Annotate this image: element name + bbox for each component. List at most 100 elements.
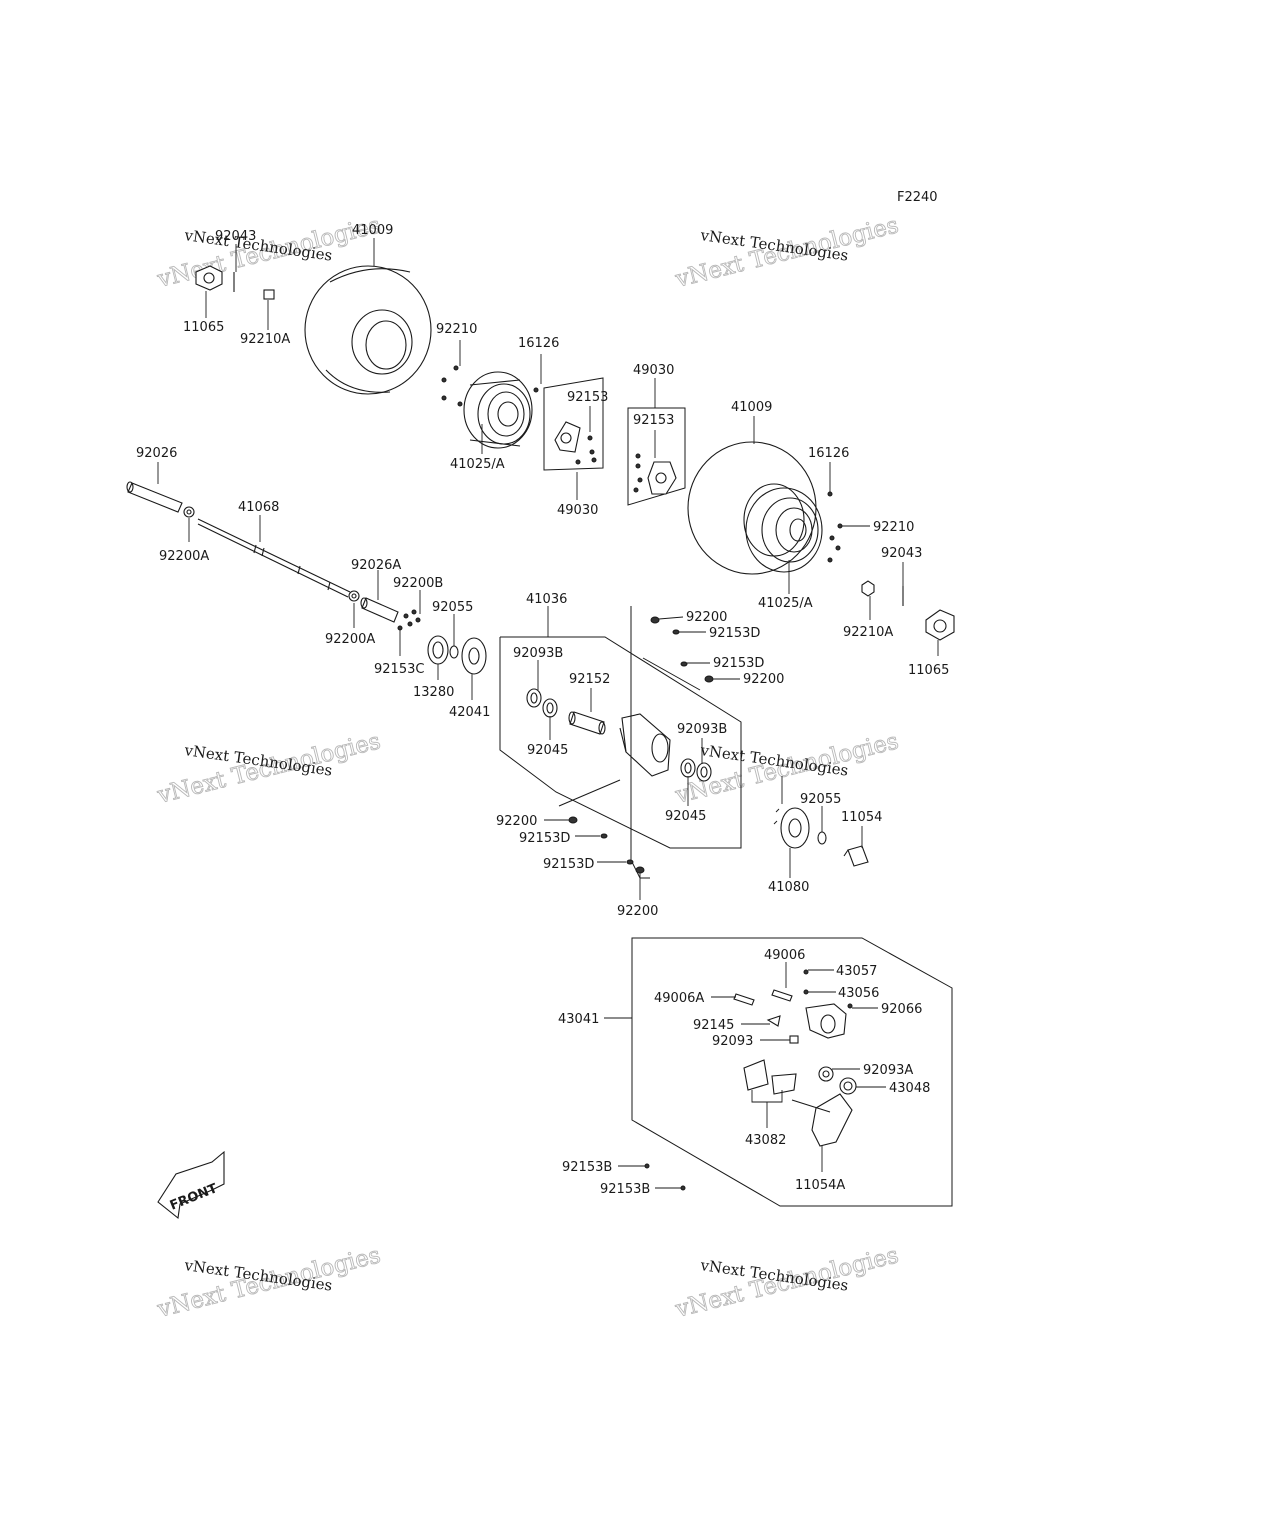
label-43057: 43057: [836, 964, 877, 979]
label-49030: 49030: [633, 363, 674, 378]
watermark-bottom-left: vNext Technologies vNext Technologies: [154, 1242, 384, 1324]
label-49006: 49006: [764, 948, 805, 963]
carrier-box: [499, 606, 742, 879]
label-92145: 92145: [693, 1018, 734, 1033]
brake-disc-41080: [773, 776, 810, 849]
label-92153C: 92153C: [374, 662, 424, 677]
label-92153B: 92153B: [562, 1160, 612, 1175]
bearing-92045-left: [542, 698, 558, 718]
label-92200: 92200: [743, 672, 784, 687]
label-49006A: 49006A: [654, 991, 704, 1006]
label-92093: 92093: [712, 1034, 753, 1049]
watermark-top-right: vNext Technologies vNext Technologies: [672, 212, 902, 294]
leader-lines: [157, 238, 939, 1189]
label-92200B: 92200B: [393, 576, 443, 591]
caliper-mount-11054: [843, 845, 869, 867]
hub-49030-right: [647, 461, 677, 495]
label-11054: 11054: [841, 810, 882, 825]
label-92200: 92200: [686, 610, 727, 625]
label-92152: 92152: [569, 672, 610, 687]
nut-11065-left: [195, 265, 223, 291]
ring-92093A: [818, 1066, 834, 1082]
sprocket-hub-13280: [427, 635, 449, 665]
front-arrow-icon: FRONT: [157, 1150, 225, 1220]
label-11054A: 11054A: [795, 1178, 845, 1193]
label-41036: 41036: [526, 592, 567, 607]
label-92210: 92210: [873, 520, 914, 535]
rim-left: [463, 371, 533, 449]
label-92093B: 92093B: [513, 646, 563, 661]
caliper-assembly-box: [631, 937, 953, 1207]
label-92200A: 92200A: [325, 632, 375, 647]
bearing-92093B-right: [696, 762, 712, 782]
label-92153D: 92153D: [543, 857, 594, 872]
label-92153: 92153: [567, 390, 608, 405]
label-92200: 92200: [617, 904, 658, 919]
right-wheel-group: [687, 441, 955, 641]
seal-92055-right: [817, 831, 827, 845]
label-11065: 11065: [183, 320, 224, 335]
label-92210A: 92210A: [240, 332, 290, 347]
left-wheel-group: [195, 265, 539, 449]
sprocket-42041: [461, 637, 487, 675]
label-92153D: 92153D: [709, 626, 760, 641]
spring-92093: [789, 1035, 799, 1044]
label-42041: 42041: [449, 705, 490, 720]
sleeve-92026A: [360, 597, 399, 623]
label-92200A: 92200A: [159, 549, 209, 564]
label-13280: 13280: [413, 685, 454, 700]
hub-49030-left: [554, 421, 581, 453]
label-92093A: 92093A: [863, 1063, 913, 1078]
piston-43048: [839, 1077, 857, 1095]
brake-pads-43082: [743, 1059, 797, 1095]
label-41009: 41009: [731, 400, 772, 415]
sleeve-92026: [126, 481, 183, 513]
label-41025A: 41025/A: [450, 457, 505, 472]
label-16126: 16126: [808, 446, 849, 461]
pin-49006: [771, 989, 793, 1002]
watermark-bottom-right: vNext Technologies vNext Technologies: [672, 1242, 902, 1324]
cap-nut-left: [263, 289, 275, 300]
watermark-mid-left: vNext Technologies vNext Technologies: [154, 728, 384, 810]
label-92153D: 92153D: [519, 831, 570, 846]
axle-41068: [197, 518, 351, 598]
cap-nut-right: [861, 580, 875, 597]
label-92043: 92043: [881, 546, 922, 561]
label-11065: 11065: [908, 663, 949, 678]
label-43056: 43056: [838, 986, 879, 1001]
part-labels: 92043 41009 11065 92210A 92210 16126 410…: [136, 223, 949, 1197]
label-92153: 92153: [633, 413, 674, 428]
label-41068: 41068: [238, 500, 279, 515]
caliper-body: [805, 1003, 847, 1039]
label-92045: 92045: [527, 743, 568, 758]
label-92200: 92200: [496, 814, 537, 829]
diagram-code: F2240: [897, 190, 938, 205]
watermark-top-left: vNext Technologies vNext Technologies: [154, 212, 384, 294]
hub-box-right: [627, 407, 686, 506]
label-49030: 49030: [557, 503, 598, 518]
label-41080: 41080: [768, 880, 809, 895]
label-41009: 41009: [352, 223, 393, 238]
nut-11065-right: [925, 609, 955, 641]
label-16126: 16126: [518, 336, 559, 351]
bracket-11054A: [791, 1093, 853, 1147]
label-92043: 92043: [215, 229, 256, 244]
label-92093B: 92093B: [677, 722, 727, 737]
label-43082: 43082: [745, 1133, 786, 1148]
label-43041: 43041: [558, 1012, 599, 1027]
label-92153B: 92153B: [600, 1182, 650, 1197]
label-92026: 92026: [136, 446, 177, 461]
label-92066: 92066: [881, 1002, 922, 1017]
label-92210A: 92210A: [843, 625, 893, 640]
tire-left: [304, 265, 432, 395]
hub-box-left: [543, 377, 604, 471]
label-41025A: 41025/A: [758, 596, 813, 611]
pin-49006A: [733, 993, 755, 1006]
label-92055: 92055: [800, 792, 841, 807]
carrier-housing-41036: [619, 713, 671, 777]
bearing-92045-right: [680, 758, 696, 778]
label-43048: 43048: [889, 1081, 930, 1096]
label-92026A: 92026A: [351, 558, 401, 573]
bearing-92093B-left: [526, 688, 542, 708]
